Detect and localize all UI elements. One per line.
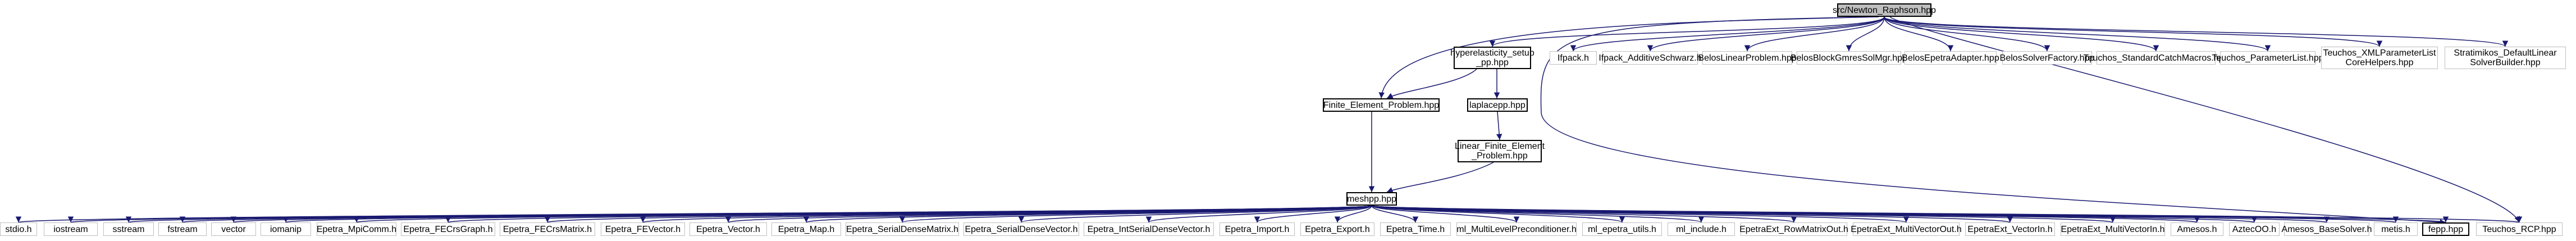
node-epetra-vector[interactable]: Epetra_Vector.h <box>689 222 767 236</box>
edge-root-to-ifpack-schwarz <box>1647 16 1885 52</box>
node-epetraext-multivectorout[interactable]: EpetraExt_MultiVectorOut.h <box>1851 222 1962 236</box>
edge-meshpp-to-epetra-serial-dense-vector <box>1018 205 1372 223</box>
edge-root-to-belos-epetra <box>1884 16 1954 52</box>
node-epetra-time[interactable]: Epetra_Time.h <box>1380 222 1451 236</box>
node-teuchos-parameter-list[interactable]: Teuchos_ParameterList.hpp <box>2212 51 2324 65</box>
edge-root-to-fepp <box>1540 16 2446 225</box>
node-epetra-fevector[interactable]: Epetra_FEVector.h <box>601 222 685 236</box>
node-epetra-serial-dense-vector[interactable]: Epetra_SerialDenseVector.h <box>963 222 1079 236</box>
node-teuchos-xml-helpers[interactable]: Teuchos_XMLParameterList CoreHelpers.hpp <box>2321 47 2438 69</box>
edge-meshpp-to-ml-multilevel-preconditioner <box>1371 205 1520 223</box>
node-aztecoo[interactable]: AztecOO.h <box>2229 222 2280 236</box>
node-epetraext-multivectorin[interactable]: EpetraExt_MultiVectorIn.h <box>2061 222 2165 236</box>
node-linear-finite-element-problem[interactable]: Linear_Finite_Element _Problem.hpp <box>1455 140 1545 162</box>
node-laplacepp[interactable]: laplacepp.hpp <box>1467 98 1528 112</box>
node-belos-epetra-adapter[interactable]: BelosEpetraAdapter.hpp <box>1902 51 1999 65</box>
node-hyperelasticity-setup[interactable]: hyperelasticity_setup _pp.hpp <box>1450 47 1534 69</box>
node-epetra-map[interactable]: Epetra_Map.h <box>771 222 841 236</box>
node-belos-linear-problem[interactable]: BelosLinearProblem.hpp <box>1698 51 1797 65</box>
edge-root-to-stratimikos <box>1884 16 2508 47</box>
edge-root-to-hyperelasticity <box>1489 16 1885 47</box>
node-epetra-mpicomm[interactable]: Epetra_MpiComm.h <box>317 222 396 236</box>
node-epetra-export[interactable]: Epetra_Export.h <box>1300 222 1374 236</box>
edge-root-to-ifpack <box>1570 16 1885 52</box>
node-teuchos-standard-catch-macros[interactable]: Teuchos_StandardCatchMacros.hpp <box>2084 51 2228 65</box>
node-ifpack-additive-schwarz[interactable]: Ifpack_AdditiveSchwarz.h <box>1598 51 1702 65</box>
node-iostream[interactable]: iostream <box>44 222 98 236</box>
node-belos-solver-factory[interactable]: BelosSolverFactory.hpp <box>2000 51 2094 65</box>
edge-meshpp-to-amesos <box>1371 205 2200 223</box>
edge-meshpp-to-epetra-import <box>1254 205 1372 223</box>
node-fepp[interactable]: fepp.hpp <box>2422 222 2469 236</box>
node-epetraext-vectorin[interactable]: EpetraExt_VectorIn.h <box>1965 222 2055 236</box>
node-ml-epetra-utils[interactable]: ml_epetra_utils.h <box>1582 222 1662 236</box>
node-ifpack[interactable]: Ifpack.h <box>1550 51 1597 65</box>
node-iomanip[interactable]: iomanip <box>261 222 311 236</box>
node-amesos[interactable]: Amesos.h <box>2171 222 2223 236</box>
node-amesos-base-solver[interactable]: Amesos_BaseSolver.h <box>2282 222 2372 236</box>
edge-meshpp-to-epetra-time <box>1371 205 1419 223</box>
edge-root-to-teuchos-xml <box>1884 16 2382 47</box>
edge-hyper-to-finite-element <box>1386 69 1477 99</box>
node-vector[interactable]: vector <box>211 222 256 236</box>
edge-meshpp-to-epetra-export <box>1334 205 1372 223</box>
edge-laplacepp-to-linear-fe <box>1496 111 1502 140</box>
edge-root-to-belos-block <box>1846 16 1885 52</box>
node-teuchos-rcp[interactable]: Teuchos_RCP.hpp <box>2476 222 2563 236</box>
edge-root-to-teuchos-catch <box>1884 16 2159 52</box>
node-stdio[interactable]: stdio.h <box>0 222 37 236</box>
node-epetra-serial-dense-matrix[interactable]: Epetra_SerialDenseMatrix.h <box>846 222 959 236</box>
edge-root-to-belos-factory <box>1884 16 2050 52</box>
node-ml-multilevel-preconditioner[interactable]: ml_MultiLevelPreconditioner.h <box>1456 222 1577 236</box>
node-fstream[interactable]: fstream <box>158 222 207 236</box>
node-finite-element-problem[interactable]: Finite_Element_Problem.hpp <box>1323 98 1440 112</box>
node-newton-raphson[interactable]: src/Newton_Raphson.hpp <box>1833 3 1936 17</box>
node-epetra-int-serial-dense-vector[interactable]: Epetra_IntSerialDenseVector.h <box>1084 222 1214 236</box>
node-ml-include[interactable]: ml_include.h <box>1668 222 1735 236</box>
node-epetraext-rowmatrixout[interactable]: EpetraExt_RowMatrixOut.h <box>1739 222 1848 236</box>
node-belos-block-gmres[interactable]: BelosBlockGmresSolMgr.hpp <box>1791 51 1907 65</box>
node-stratimikos-solver-builder[interactable]: Stratimikos_DefaultLinear SolverBuilder.… <box>2445 47 2566 69</box>
node-meshpp[interactable]: meshpp.hpp <box>1346 192 1397 206</box>
node-sstream[interactable]: sstream <box>103 222 154 236</box>
edge-root-to-belos-linear <box>1744 16 1885 52</box>
edge-meshpp-to-epetra-int-serial-dense-vector <box>1146 205 1372 223</box>
edge-meshpp-to-teuchos-rcp <box>1371 205 2522 223</box>
node-epetra-fecrsgraph[interactable]: Epetra_FECrsGraph.h <box>401 222 495 236</box>
node-epetra-fecrsmatrix[interactable]: Epetra_FECrsMatrix.h <box>500 222 595 236</box>
edge-meshpp-to-epetra-serial-dense-matrix <box>899 205 1372 223</box>
node-metis[interactable]: metis.h <box>2374 222 2418 236</box>
edge-linear-fe-to-meshpp <box>1386 162 1494 193</box>
edge-root-to-teuchos-rcp <box>1889 16 2520 223</box>
node-epetra-import[interactable]: Epetra_Import.h <box>1220 222 1295 236</box>
